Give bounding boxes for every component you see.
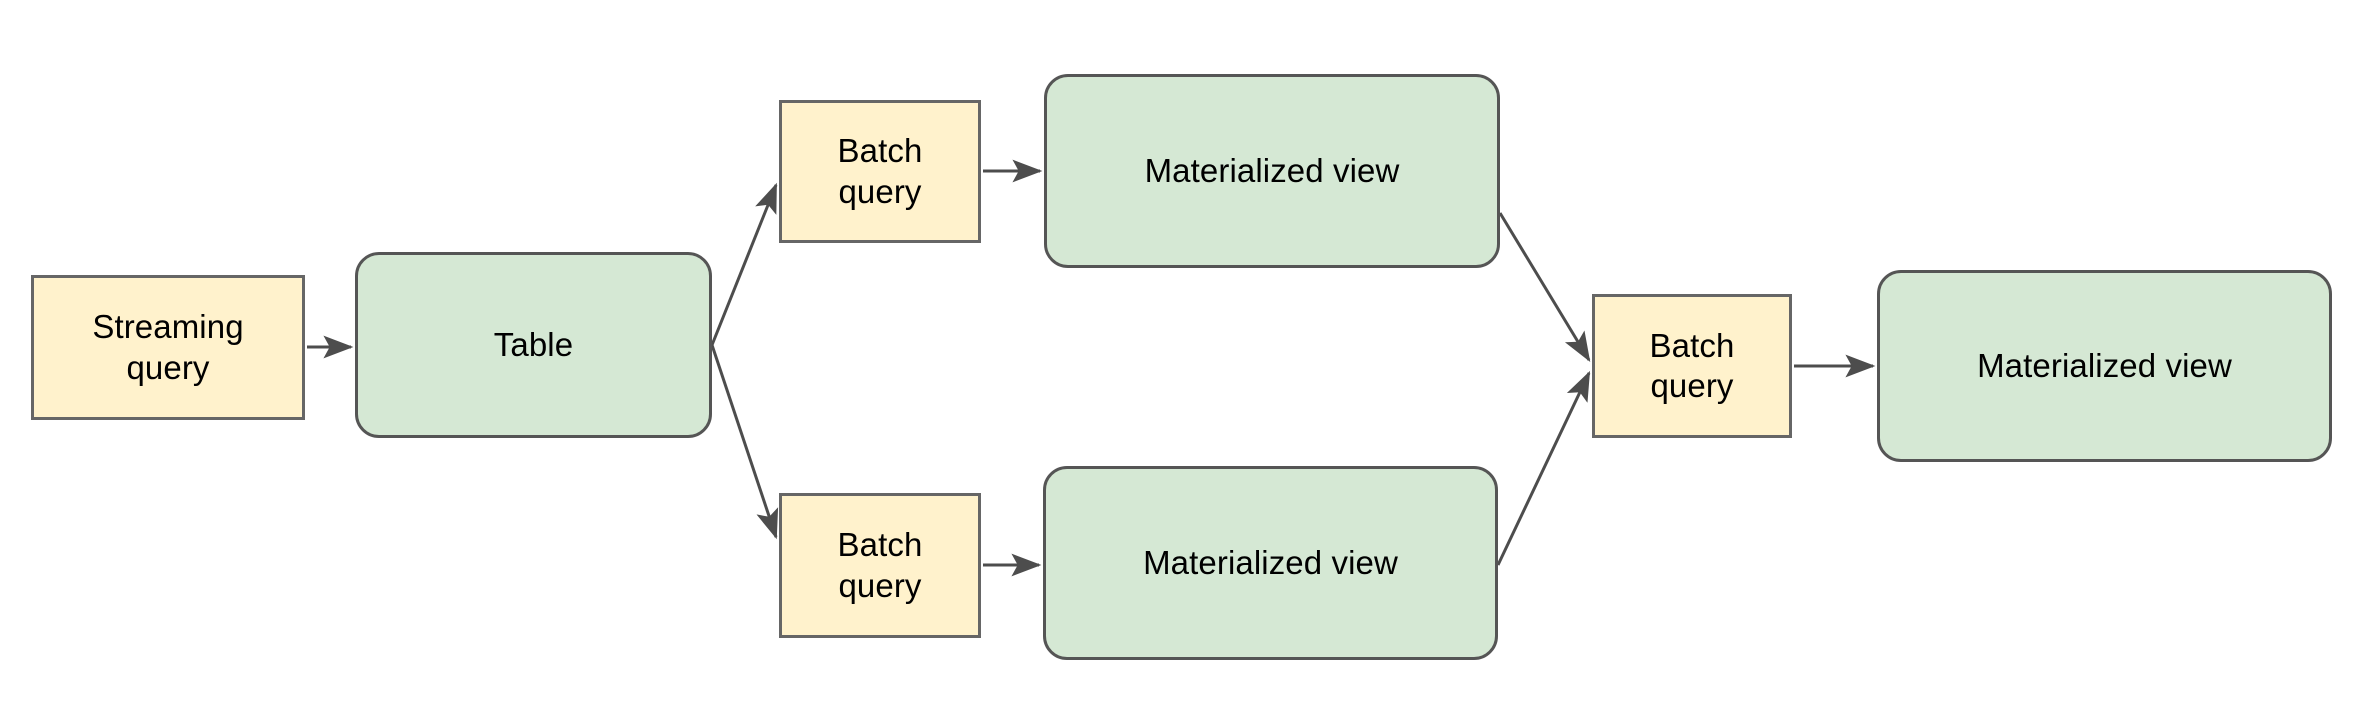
node-materialized-view-top[interactable]: Materialized view [1044, 74, 1500, 268]
node-batch-query-top[interactable]: Batch query [779, 100, 981, 243]
node-table-label: Table [493, 325, 574, 363]
edge-materialized-view-bottom-to-batch-query-right [1496, 370, 1591, 566]
node-batch-query-bottom-label: Batch query [837, 526, 923, 604]
node-table[interactable]: Table [355, 252, 712, 438]
node-batch-query-top-label: Batch query [837, 132, 923, 210]
node-materialized-view-top-label: Materialized view [1144, 151, 1400, 189]
node-streaming-query-label: Streaming query [92, 308, 244, 386]
node-materialized-view-bottom-label: Materialized view [1143, 543, 1398, 581]
node-batch-query-bottom[interactable]: Batch query [779, 493, 981, 638]
edge-table-to-batch-query-top [710, 182, 778, 346]
node-batch-query-right[interactable]: Batch query [1592, 294, 1792, 438]
node-batch-query-right-label: Batch query [1649, 326, 1735, 404]
node-streaming-query[interactable]: Streaming query [31, 275, 305, 420]
node-materialized-view-right-label: Materialized view [1977, 346, 2232, 384]
node-materialized-view-bottom[interactable]: Materialized view [1043, 466, 1498, 660]
node-materialized-view-right[interactable]: Materialized view [1877, 270, 2332, 462]
edge-materialized-view-top-to-batch-query-right [1498, 212, 1591, 363]
edge-table-to-batch-query-bottom [710, 344, 779, 540]
